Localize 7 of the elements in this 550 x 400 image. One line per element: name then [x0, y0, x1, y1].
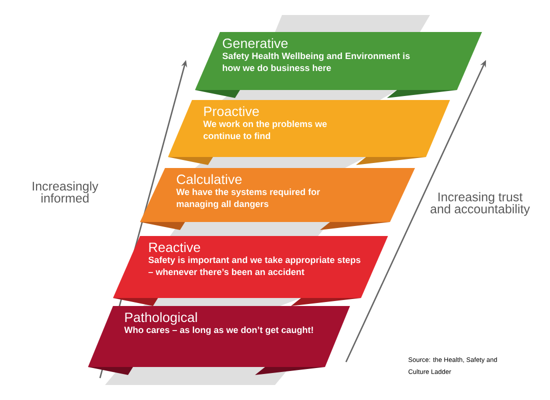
- band: Pathological Who cares – as long as we don’t get caught!: [88, 306, 350, 375]
- band: Proactive We work on the problems we continue to find: [168, 100, 450, 165]
- band: Generative Safety Health Wellbeing and Environment is how we do business here: [195, 32, 482, 98]
- axis-label: Increasingly informed: [32, 181, 98, 203]
- band: Calculative We have the systems required for managing all dangers: [140, 168, 415, 230]
- band: Reactive Safety is important and we take appropriate steps – whenever there’s been an accident: [113, 236, 388, 306]
- axis-label: Increasing trust and accountability: [430, 192, 530, 216]
